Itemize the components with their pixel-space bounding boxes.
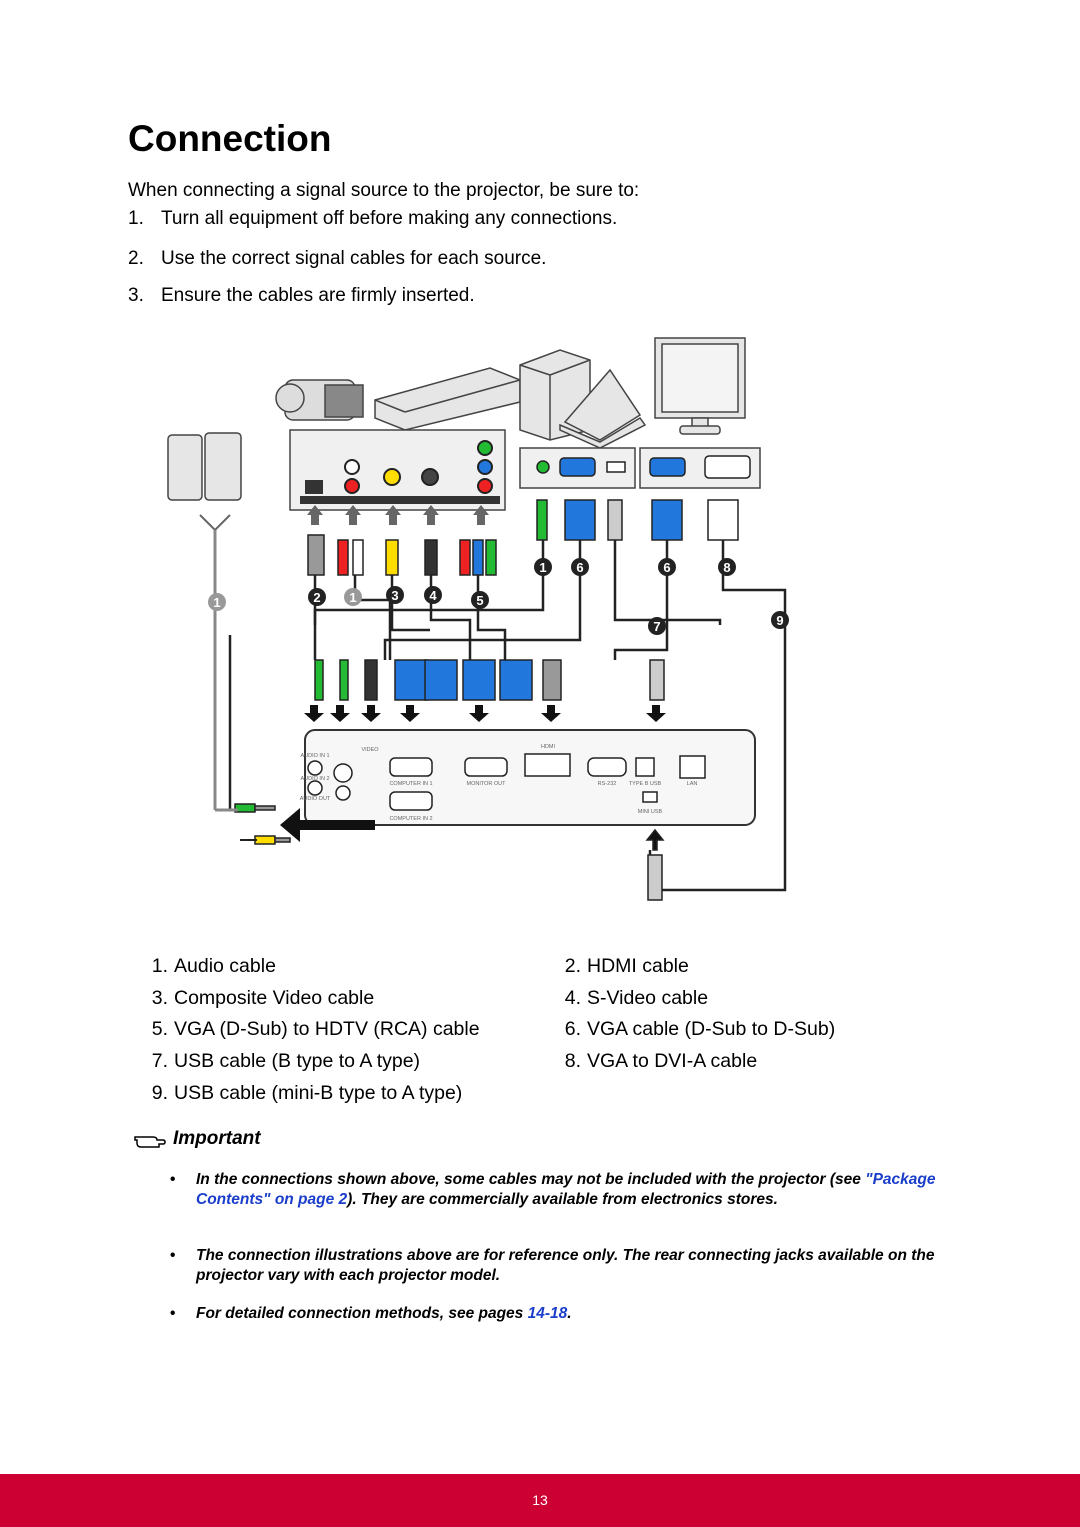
- svg-text:VIDEO: VIDEO: [361, 747, 379, 753]
- page-title: Connection: [128, 118, 332, 159]
- svg-text:9: 9: [776, 613, 783, 628]
- svg-text:COMPUTER IN 2: COMPUTER IN 2: [389, 816, 432, 822]
- cable-item: 3.Composite Video cable: [151, 987, 375, 1009]
- pages-link[interactable]: 14-18: [527, 1305, 568, 1322]
- callout-numbers: 1 2 1 3 4 5 1 6 6 8 7 9: [208, 558, 789, 635]
- svg-text:1: 1: [539, 560, 546, 575]
- intro-text: When connecting a signal source to the p…: [128, 180, 640, 201]
- svg-text:AUDIO OUT: AUDIO OUT: [300, 796, 331, 802]
- cable-item: 6.VGA cable (D-Sub to D-Sub): [564, 1018, 836, 1040]
- cable-item: 7.USB cable (B type to A type): [151, 1050, 421, 1072]
- upload-arrows: [307, 505, 489, 525]
- svg-text:TYPE B USB: TYPE B USB: [629, 781, 662, 787]
- monitor-icon: [654, 337, 746, 435]
- connection-diagram-svg: 1 2 1 3 4 5 1 6 6 8 7 9: [167, 337, 789, 901]
- footer-bar: [0, 1474, 1080, 1527]
- svg-text:AUDIO IN 2: AUDIO IN 2: [300, 776, 329, 782]
- dvd-player-icon: [374, 367, 521, 431]
- svg-text:MINI USB: MINI USB: [638, 809, 663, 815]
- svg-text:4: 4: [429, 588, 437, 603]
- svg-text:3: 3: [391, 588, 398, 603]
- cable-item: 9.USB cable (mini-B type to A type): [151, 1082, 463, 1104]
- step-item: 3.Ensure the cables are firmly inserted.: [128, 285, 475, 306]
- important-heading: Important: [133, 1128, 261, 1150]
- note-item: • For detailed connection methods, see p…: [170, 1305, 572, 1322]
- projector-side-plugs: [314, 659, 665, 701]
- cable-item: 2.HDMI cable: [564, 955, 689, 977]
- step-item: 1.Turn all equipment off before making a…: [128, 208, 618, 229]
- note-item: • The connection illustrations above are…: [170, 1247, 935, 1284]
- svg-text:2: 2: [313, 590, 320, 605]
- svg-text:AUDIO IN 1: AUDIO IN 1: [300, 753, 329, 759]
- svg-text:5: 5: [476, 593, 483, 608]
- svg-text:7: 7: [653, 619, 660, 634]
- step-item: 2.Use the correct signal cables for each…: [128, 248, 547, 269]
- svg-text:COMPUTER IN 1: COMPUTER IN 1: [389, 781, 432, 787]
- note-item: • In the connections shown above, some c…: [170, 1171, 936, 1208]
- mini-usb-plug: [645, 828, 665, 901]
- pointing-hand-icon: [134, 1136, 166, 1148]
- connection-diagram: 1 2 1 3 4 5 1 6 6 8 7 9: [160, 330, 960, 930]
- svg-text:6: 6: [576, 560, 583, 575]
- svg-text:1: 1: [349, 590, 356, 605]
- page-number: 13: [532, 1492, 548, 1508]
- audio-video-plugs: [234, 803, 291, 845]
- cable-item: 1.Audio cable: [151, 955, 276, 977]
- cable-item: 8.VGA to DVI-A cable: [564, 1050, 758, 1072]
- svg-text:1: 1: [213, 595, 220, 610]
- svg-text:RS-232: RS-232: [598, 781, 617, 787]
- connector-plugs: [307, 499, 739, 576]
- cable-item: 5.VGA (D-Sub) to HDTV (RCA) cable: [151, 1018, 480, 1040]
- laptop-icon: [559, 368, 647, 449]
- camcorder-icon: [275, 379, 364, 421]
- svg-text:6: 6: [663, 560, 670, 575]
- download-arrows: [304, 705, 666, 722]
- svg-text:8: 8: [723, 560, 730, 575]
- svg-text:MONITOR OUT: MONITOR OUT: [466, 781, 506, 787]
- cable-item: 4.S-Video cable: [564, 987, 709, 1009]
- projector-rear-panel: VIDEO AUDIO IN 1 AUDIO IN 2 AUDIO OUT CO…: [300, 729, 756, 826]
- package-contents-link[interactable]: "Package Contents" on page 2: [196, 1171, 936, 1208]
- source-av-panel: [289, 429, 506, 511]
- svg-text:HDMI: HDMI: [541, 744, 556, 750]
- composite-arrow: [280, 808, 375, 842]
- speakers-icon: [167, 432, 242, 501]
- computer-ports-panel: [519, 447, 761, 489]
- svg-text:LAN: LAN: [687, 781, 698, 787]
